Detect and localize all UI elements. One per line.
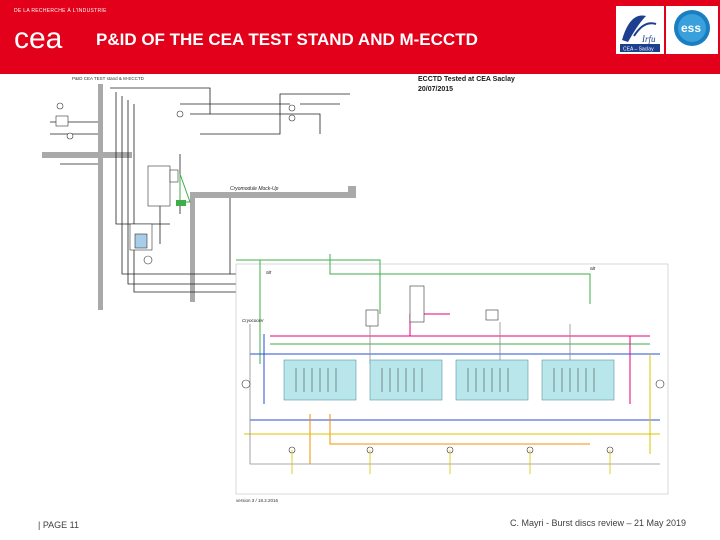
top-label: P&ID CEA TEST stand & M-ECCTD [72, 76, 145, 81]
grey-pipe-horizontal-1 [42, 152, 132, 158]
ess-text: ess [681, 21, 701, 35]
ess-logo-icon: ess [674, 10, 710, 46]
irfu-sub: CEA – Saclay [623, 47, 654, 53]
page-number: | PAGE 11 [38, 520, 80, 530]
ess-logo: ess [666, 6, 718, 54]
tested-label: ECCTD Tested at CEA Saclay [418, 76, 515, 83]
pid-diagram: P&ID CEA TEST stand & M-ECCTD ECCTD Test… [42, 76, 669, 503]
m-ecctd-section: air air Cryocooler [235, 254, 669, 503]
cryo-units [283, 359, 615, 401]
grey-pipe-vertical-1 [98, 84, 103, 310]
tested-date: 20/07/2015 [418, 86, 453, 93]
version-label: version 3 / 18.2.2016 [236, 498, 279, 503]
air-label-1: air [266, 270, 272, 276]
page-title: P&ID OF THE CEA TEST STAND AND M-ECCTD [96, 30, 478, 49]
cea-logo-text: cea [14, 22, 63, 55]
cea-tagline: DE LA RECHERCHE À L'INDUSTRIE [14, 8, 107, 14]
footer-credit: C. Mayri - Burst discs review – 21 May 2… [510, 518, 687, 528]
cryomodule-label: Cryomodule Mock-Up [230, 186, 279, 192]
header-bar: DE LA RECHERCHE À L'INDUSTRIE cea P&ID O… [0, 0, 720, 74]
air-label-2: air [590, 266, 596, 272]
grey-pipe-vertical-2 [190, 192, 195, 302]
irfu-logo: Irfu CEA – Saclay [616, 6, 664, 54]
irfu-text: Irfu [641, 34, 656, 44]
grey-pipe-horizontal-2 [190, 192, 350, 198]
irfu-logo-icon: Irfu CEA – Saclay [616, 6, 664, 54]
cryocooler-label: Cryocooler [242, 318, 264, 323]
test-stand-section: P&ID CEA TEST stand & M-ECCTD ECCTD Test… [42, 76, 515, 310]
cea-logo: cea [14, 22, 63, 55]
